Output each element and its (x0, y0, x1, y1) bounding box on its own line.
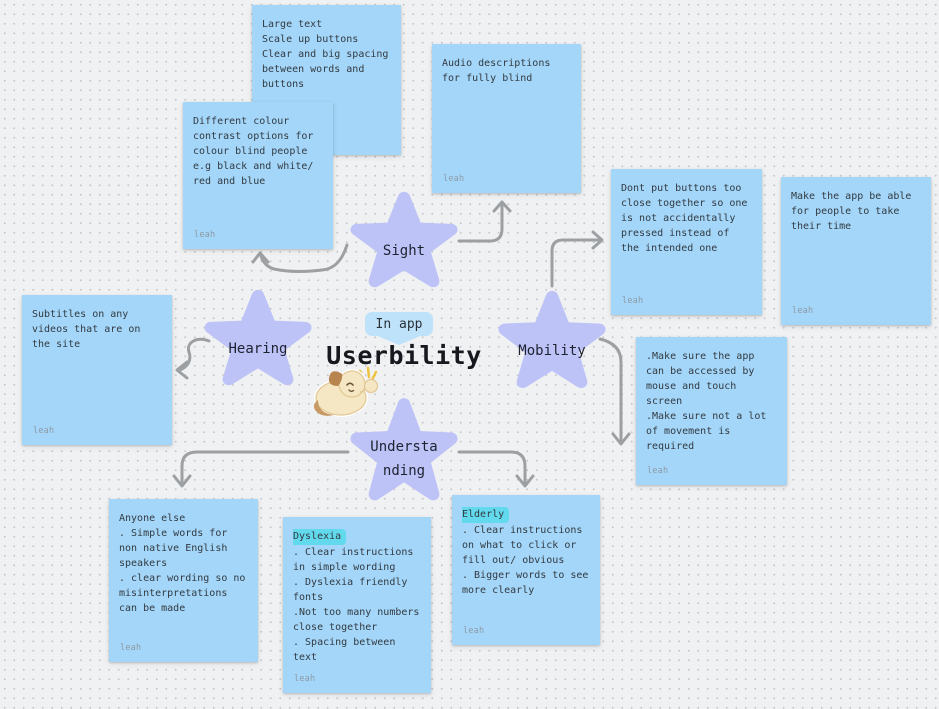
author-label: leah (647, 466, 669, 476)
note-text: Large text Scale up buttons Clear and bi… (262, 19, 389, 90)
star-label: Hearing (228, 340, 288, 357)
sticky-note-take-time[interactable]: Make the app be able for people to take … (781, 177, 931, 325)
note-text: Dyslexia . Clear instructions in simple … (293, 529, 425, 665)
arrowhead-up-icon (492, 200, 512, 213)
connector-sight-to-colour-note[interactable] (251, 243, 349, 273)
sticky-note-subtitles[interactable]: Subtitles on any videos that are on the … (22, 295, 172, 445)
author-label: leah (294, 674, 316, 684)
in-app-tag-label: In app (375, 316, 423, 332)
note-text: Elderly . Clear instructions on what to … (462, 507, 594, 598)
sticky-note-audio-descriptions[interactable]: Audio descriptions for fully blind leah (432, 44, 581, 193)
arrowhead-up-icon (251, 251, 270, 264)
connector-understanding-to-elderly-note[interactable] (457, 450, 535, 488)
star-icon (350, 398, 458, 501)
arrowhead-left-icon (175, 360, 189, 380)
sticky-note-anyone-else[interactable]: Anyone else . Simple words for non nativ… (109, 499, 258, 662)
author-label: leah (443, 174, 465, 184)
note-text: Dont put buttons too close together so o… (621, 183, 748, 254)
in-app-tag[interactable]: In app (365, 312, 433, 336)
arrowhead-down-icon (172, 474, 192, 488)
star-shape-mobility[interactable]: Mobility (492, 287, 612, 401)
sticky-note-colour-contrast[interactable]: Different colour contrast options for co… (183, 102, 333, 249)
star-shape-sight[interactable]: Sight (344, 188, 464, 300)
arrowhead-right-icon (591, 230, 604, 250)
cheering-hamster-sticker-icon[interactable] (308, 362, 390, 418)
arrowhead-down-icon (515, 474, 535, 488)
author-label: leah (622, 296, 644, 306)
author-label: leah (463, 626, 485, 636)
connector-mobility-to-buttons-note[interactable] (550, 230, 604, 288)
board-title[interactable]: Userbility (326, 341, 482, 370)
star-label: Understa nding (370, 438, 438, 479)
star-shape-hearing[interactable]: Hearing (198, 286, 318, 398)
sticky-note-buttons-spacing[interactable]: Dont put buttons too close together so o… (611, 169, 762, 315)
star-label: Sight (382, 242, 426, 259)
sticky-note-mouse-touch[interactable]: .Make sure the app can be accessed by mo… (636, 337, 787, 485)
star-shape-understanding[interactable]: Understa nding (344, 394, 464, 514)
connector-hearing-to-subtitles-note[interactable] (175, 337, 211, 380)
note-text: Anyone else . Simple words for non nativ… (119, 513, 246, 614)
connector-understanding-to-anyone-note[interactable] (172, 450, 350, 488)
note-text: Different colour contrast options for co… (193, 116, 314, 187)
note-text: .Make sure the app can be accessed by mo… (646, 351, 767, 452)
highlight-elderly: Elderly (462, 507, 510, 523)
connector-mobility-to-access-note[interactable] (598, 337, 631, 446)
sticky-note-elderly[interactable]: Elderly . Clear instructions on what to … (452, 495, 600, 645)
note-text: Audio descriptions for fully blind (442, 58, 551, 84)
connector-sight-to-audio-note[interactable] (457, 200, 512, 243)
star-icon (350, 191, 458, 288)
author-label: leah (194, 230, 216, 240)
highlight-dyslexia: Dyslexia (293, 529, 347, 545)
author-label: leah (792, 306, 814, 316)
sticky-note-dyslexia[interactable]: Dyslexia . Clear instructions in simple … (283, 517, 431, 693)
author-label: leah (120, 643, 142, 653)
star-icon (498, 290, 606, 389)
note-text: Subtitles on any videos that are on the … (32, 309, 141, 350)
star-icon (204, 289, 312, 386)
note-text: Make the app be able for people to take … (791, 191, 912, 232)
arrowhead-down-icon (611, 432, 631, 446)
author-label: leah (33, 426, 55, 436)
star-label: Mobility (518, 342, 586, 359)
